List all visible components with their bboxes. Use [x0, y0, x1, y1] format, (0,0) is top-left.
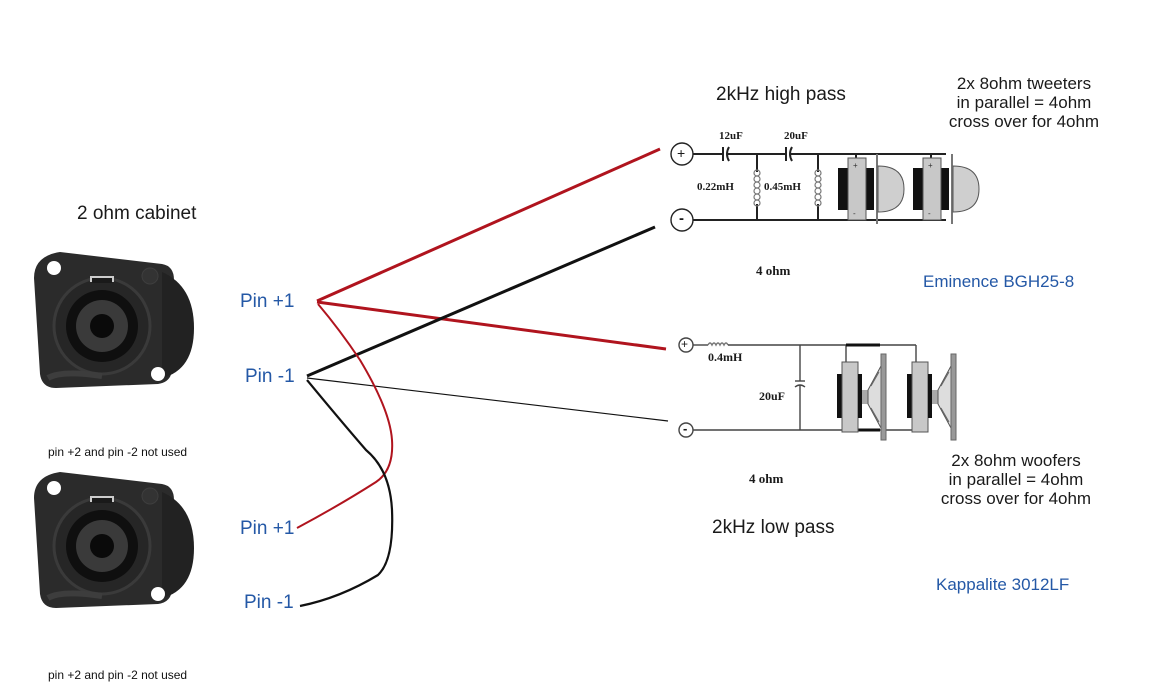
wire-pos-to-lowpass	[316, 300, 667, 351]
woofer-model: Kappalite 3012LF	[936, 575, 1070, 594]
lowpass-c1-label: 20uF	[759, 389, 786, 403]
highpass-terminal-pos-glyph: +	[677, 145, 686, 161]
wire-group	[296, 147, 669, 608]
highpass-title: 2kHz high pass	[716, 84, 846, 105]
connector-1-pin-neg-label: Pin -1	[245, 366, 295, 387]
highpass-terminal-neg-glyph: -	[679, 210, 684, 227]
woofer-note-line-1: 2x 8ohm woofers	[951, 451, 1081, 470]
lowpass-title: 2kHz low pass	[712, 517, 835, 538]
wire-neg-to-highpass	[306, 225, 656, 378]
wire-neg-jumper	[299, 379, 394, 608]
tweeter-note: 2x 8ohm tweeters in parallel = 4ohm cros…	[904, 74, 1144, 131]
highpass-c1-label: 12uF	[719, 130, 743, 142]
highpass-l1-label: 0.22mH	[697, 181, 734, 193]
woofer-note-line-2: in parallel = 4ohm	[948, 470, 1084, 489]
woofer-2	[906, 353, 957, 441]
wire-pos-jumper	[296, 303, 394, 529]
lowpass-impedance: 4 ohm	[749, 471, 784, 486]
woofer-1	[836, 353, 887, 441]
woofer-note-line-3: cross over for 4ohm	[940, 489, 1092, 508]
speakon-connector-2	[34, 472, 194, 608]
connector-2-pin-neg-label: Pin -1	[244, 592, 294, 613]
tweeter-model: Eminence BGH25-8	[923, 272, 1075, 291]
lowpass-terminal-neg-glyph: -	[683, 421, 688, 436]
wire-neg-to-lowpass	[306, 377, 669, 422]
highpass-impedance: 4 ohm	[756, 263, 791, 278]
connector-1-pin-pos-label: Pin +1	[240, 291, 295, 312]
tweeter-note-line-2: in parallel = 4ohm	[956, 93, 1092, 112]
highpass-l2-label: 0.45mH	[764, 181, 801, 193]
woofer-note: 2x 8ohm woofers in parallel = 4ohm cross…	[896, 451, 1136, 508]
highpass-circuit	[670, 142, 946, 232]
wire-pos-to-highpass	[316, 147, 661, 303]
cabinet-title: 2 ohm cabinet	[77, 203, 197, 224]
highpass-c2-label: 20uF	[784, 130, 808, 142]
tweeter-note-line-3: cross over for 4ohm	[948, 112, 1100, 131]
tweeter-1	[837, 153, 905, 225]
connector-2-note: pin +2 and pin -2 not used	[48, 668, 188, 682]
connector-2-pin-pos-label: Pin +1	[240, 518, 295, 539]
tweeter-note-line-1: 2x 8ohm tweeters	[956, 74, 1092, 93]
speakon-connector-1	[34, 252, 194, 388]
tweeter-2	[912, 153, 980, 225]
connector-1-note: pin +2 and pin -2 not used	[48, 445, 188, 459]
lowpass-terminal-pos-glyph: +	[681, 337, 689, 351]
lowpass-l1-label: 0.4mH	[708, 350, 743, 364]
